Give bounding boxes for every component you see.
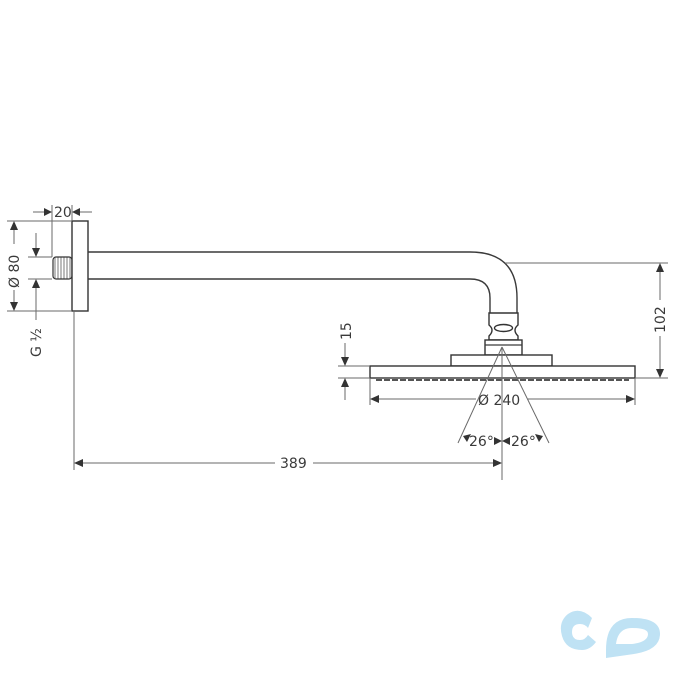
dim-spray-angle: 26° 26° bbox=[457, 346, 550, 480]
dim-arm-projection: 389 bbox=[73, 311, 503, 475]
dim-label-g12: G ½ bbox=[29, 328, 45, 357]
dim-label-d240: Ø 240 bbox=[478, 393, 520, 409]
brand-logo-icon bbox=[560, 610, 660, 658]
wall-flange bbox=[71, 220, 89, 312]
dim-label-389: 389 bbox=[280, 456, 307, 472]
dim-drop-height: 102 bbox=[505, 262, 669, 379]
dim-thread: G ½ bbox=[28, 233, 52, 357]
shower-arm bbox=[88, 251, 518, 313]
dim-label-15: 15 bbox=[339, 322, 355, 340]
dim-flange-diameter: Ø 80 bbox=[7, 220, 72, 312]
ball-joint bbox=[484, 312, 523, 356]
dim-label-d80: Ø 80 bbox=[7, 255, 23, 288]
dim-label-102: 102 bbox=[653, 306, 669, 333]
dim-head-thickness: 15 bbox=[338, 322, 370, 400]
wall-flange-group bbox=[52, 220, 89, 312]
dim-label-26-right: 26° bbox=[511, 434, 536, 450]
threaded-nipple bbox=[52, 256, 73, 280]
dim-flange-depth: 20 bbox=[33, 205, 92, 257]
dim-label-20: 20 bbox=[54, 205, 72, 221]
dim-head-diameter: Ø 240 bbox=[369, 378, 636, 409]
dim-label-26-left: 26° bbox=[469, 434, 494, 450]
